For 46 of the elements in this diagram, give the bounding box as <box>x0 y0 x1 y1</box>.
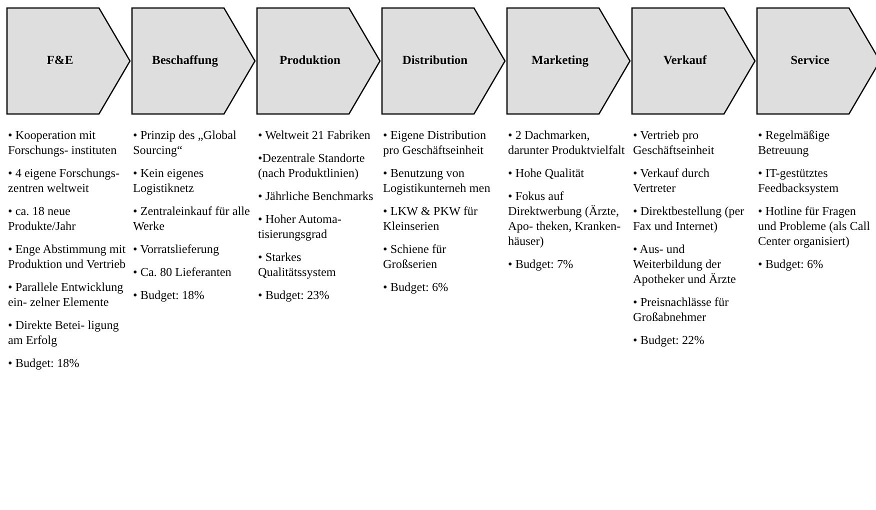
bullet-item: • Starkes Qualitätssystem <box>258 250 337 280</box>
bullet-item: • Weltweit 21 Fabriken <box>258 128 372 143</box>
bullet-item: • Budget: 6% <box>758 257 824 272</box>
bullet-item: • Regelmäßige Betreuung <box>758 128 831 158</box>
bullet-item: • Vertrieb pro Geschäftseinheit <box>633 128 716 158</box>
bullet-item: • Parallele Entwicklung ein- zelner Elemente <box>8 280 124 310</box>
bullet-item: • Preisnachlässe für Großabnehmer <box>633 295 730 325</box>
bullet-item: • Verkauf durch Vertreter <box>633 166 710 196</box>
step-title: Marketing <box>530 53 590 68</box>
bullet-item: • Budget: 22% <box>633 333 706 348</box>
bullet-item: • Kein eigenes Logistiknetz <box>133 166 205 196</box>
bullet-item: • Jährliche Benchmarks <box>258 189 374 204</box>
bullet-item: • Hotline für Fragen und Probleme (als Call Center organisiert) <box>758 204 872 249</box>
bullet-item: • Enge Abstimmung mit Produktion und Vertrieb <box>8 242 126 272</box>
bullet-item: • Zentraleinkauf für alle Werke <box>133 204 251 234</box>
step-title: Verkauf <box>662 53 708 68</box>
step-title: Beschaffung <box>151 53 219 68</box>
bullet-item: • Kooperation mit Forschungs- instituten <box>8 128 118 158</box>
bullet-item: • Ca. 80 Lieferanten <box>133 265 232 280</box>
step-title: F&E <box>46 53 74 68</box>
bullet-item: • Budget: 6% <box>383 280 450 295</box>
bullet-item: • ca. 18 neue Produkte/Jahr <box>8 204 77 234</box>
bullet-item: • 4 eigene Forschungs- zentren weltweit <box>8 166 121 196</box>
bullet-item: • Fokus auf Direktwerbung (Ärzte, Apo- theken, Kranken- häuser) <box>508 189 622 249</box>
bullet-item: • Schiene für Großserien <box>383 242 448 272</box>
bullet-item: • Direktbestellung (per Fax und Internet) <box>633 204 746 234</box>
bullet-item: • Vorratslieferung <box>133 242 220 257</box>
step-title: Distribution <box>401 53 469 68</box>
chevron-step <box>756 7 876 115</box>
bullet-item: • Budget: 18% <box>8 356 80 371</box>
bullet-item: • Budget: 18% <box>133 288 206 303</box>
bullet-item: • Prinzip des „Global Sourcing“ <box>133 128 238 158</box>
step-title: Service <box>790 53 830 68</box>
step-title: Produktion <box>278 53 342 68</box>
bullet-item: • 2 Dachmarken, darunter Produktvielfalt <box>508 128 626 158</box>
bullet-item: • Hoher Automa- tisierungsgrad <box>258 212 342 242</box>
bullet-item: • Hohe Qualität <box>508 166 586 181</box>
bullet-item: • Direkte Betei- ligung am Erfolg <box>8 318 120 348</box>
bullet-item: • Budget: 23% <box>258 288 330 303</box>
bullet-item: • IT-gestütztes Feedbacksystem <box>758 166 840 196</box>
bullet-item: • Benutzung von Logistikunterneh men <box>383 166 492 196</box>
bullet-item: • Budget: 7% <box>508 257 574 272</box>
bullet-item: • LKW & PKW für Kleinserien <box>383 204 479 234</box>
bullet-item: • Eigene Distribution pro Geschäftseinheit <box>383 128 488 158</box>
bullet-item: •Dezentrale Standorte (nach Produktlinien) <box>258 151 366 181</box>
bullet-item: • Aus- und Weiterbildung der Apotheker und Ärzte <box>633 242 737 287</box>
